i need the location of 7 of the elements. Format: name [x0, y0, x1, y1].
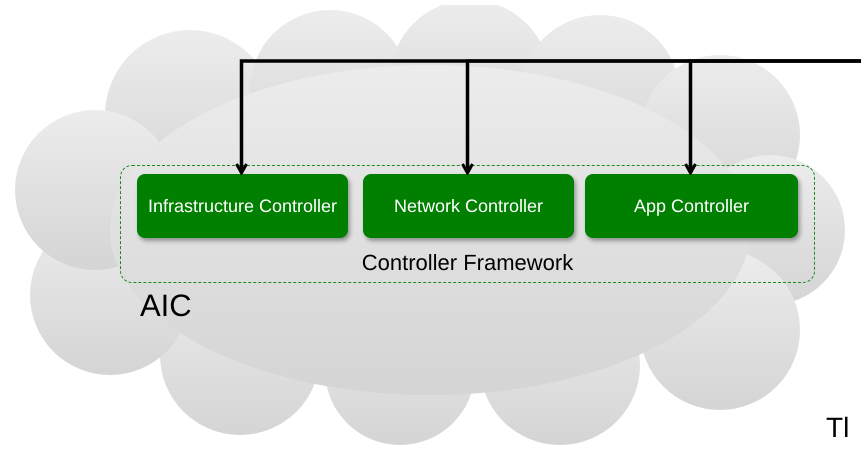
- arrow: [684, 59, 861, 174]
- controller-box: App Controller: [585, 174, 798, 238]
- framework-group: Infrastructure Controller Network Controller App Controller Controller Framework: [120, 165, 815, 283]
- controller-box: Infrastructure Controller: [137, 174, 348, 238]
- text-label: Tl: [826, 414, 850, 442]
- cloud-label: AIC: [140, 290, 192, 321]
- controller-box: Network Controller: [363, 174, 574, 238]
